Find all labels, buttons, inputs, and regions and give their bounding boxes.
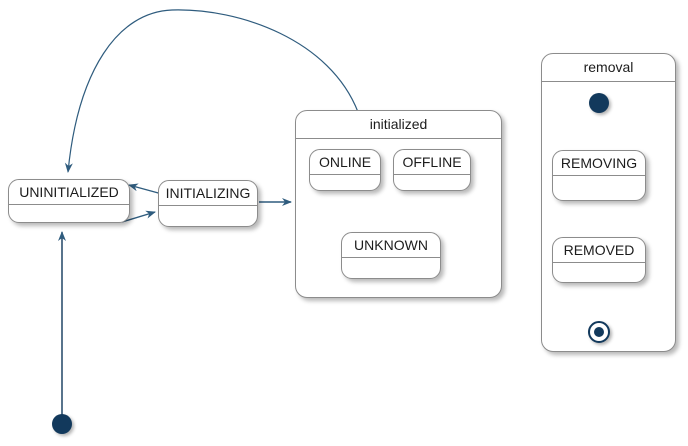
state-removed[interactable]: REMOVED [552,237,646,283]
state-initializing-body [159,205,257,226]
state-removed-body [553,262,645,282]
state-offline-body [394,174,470,190]
state-unknown[interactable]: UNKNOWN [341,232,441,279]
state-uninitialized-label: UNINITIALIZED [9,180,129,205]
state-uninitialized[interactable]: UNINITIALIZED [8,179,130,223]
state-offline-label: OFFLINE [394,150,470,175]
state-online[interactable]: ONLINE [309,149,381,191]
state-unknown-label: UNKNOWN [342,233,440,258]
state-uninitialized-body [9,204,129,222]
state-removing-body [553,175,645,200]
state-removing-label: REMOVING [553,151,645,176]
state-removed-label: REMOVED [553,238,645,263]
composite-state-removal-title: removal [542,54,675,82]
final-node-removal-icon [588,321,610,343]
composite-state-initialized[interactable]: initialized ONLINE OFFLINE UNKNOWN [295,110,502,298]
state-initializing-label: INITIALIZING [159,181,257,206]
state-offline[interactable]: OFFLINE [393,149,471,191]
composite-state-removal[interactable]: removal REMOVING REMOVED [541,53,676,352]
state-unknown-body [342,257,440,278]
initial-node-removal-icon [589,93,609,113]
initial-node-main-icon [52,414,72,434]
state-initializing[interactable]: INITIALIZING [158,180,258,227]
state-online-body [310,174,380,190]
state-removing[interactable]: REMOVING [552,150,646,201]
composite-state-initialized-title: initialized [296,111,501,139]
state-online-label: ONLINE [310,150,380,175]
